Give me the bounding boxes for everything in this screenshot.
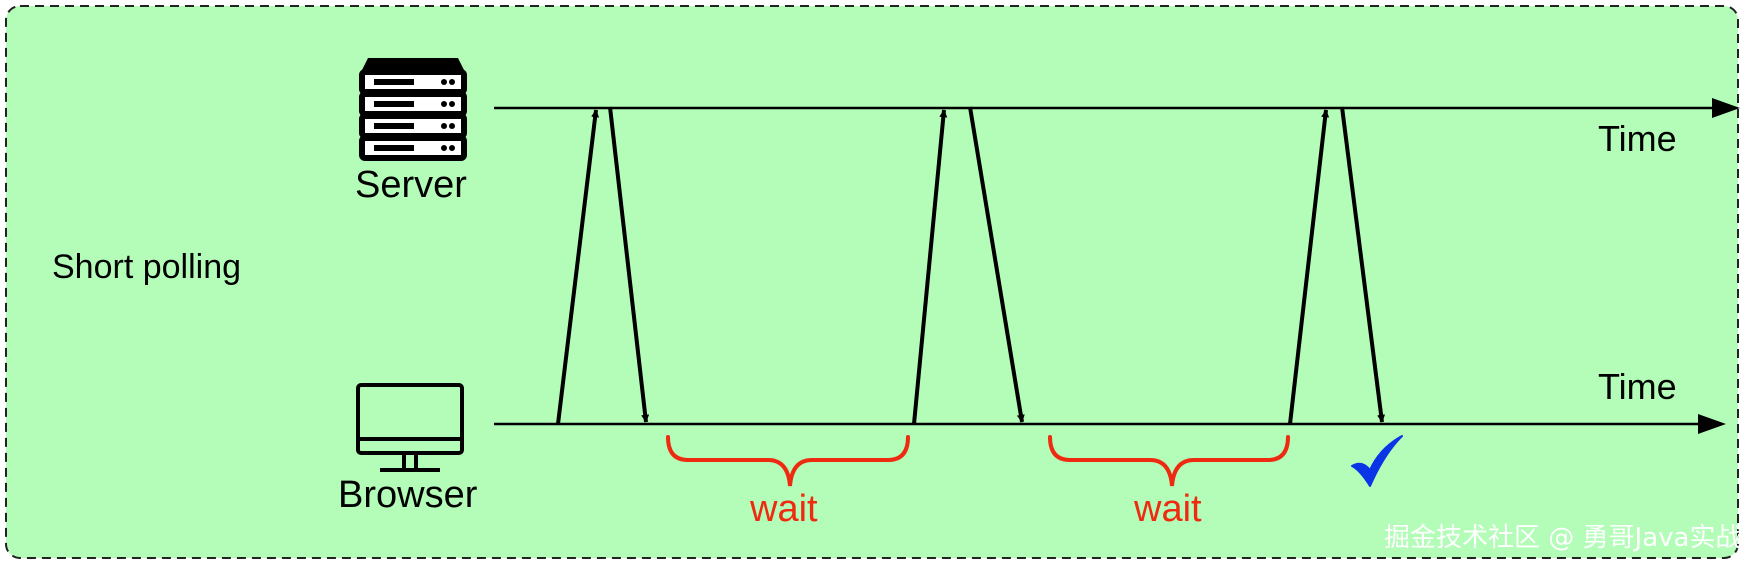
watermark: 掘金技术社区 @ 勇哥Java实战 (1384, 523, 1742, 553)
server-time-label: Time (1598, 118, 1677, 159)
wait-brace-2 (1048, 435, 1290, 487)
server-label: Server (355, 164, 467, 206)
request-arrow-2 (912, 109, 948, 425)
request-arrow-1 (556, 109, 600, 425)
browser-time-label: Time (1598, 366, 1677, 407)
response-arrow-1 (608, 106, 650, 423)
message-arrows (556, 106, 1386, 425)
diagram-panel (5, 5, 1739, 559)
response-arrow-2 (968, 106, 1025, 423)
server-icon (359, 58, 467, 161)
wait-label-2: wait (1134, 488, 1202, 530)
wait-label-1: wait (750, 488, 818, 530)
response-arrow-3 (1340, 106, 1386, 423)
monitor-icon (356, 383, 464, 472)
browser-timeline-arrowhead (1698, 414, 1726, 434)
checkmark-icon (1351, 435, 1403, 487)
browser-label: Browser (338, 474, 478, 516)
server-timeline-arrowhead (1712, 98, 1740, 118)
diagram-title: Short polling (52, 248, 242, 286)
wait-brace-1 (666, 435, 910, 487)
request-arrow-3 (1288, 109, 1330, 425)
